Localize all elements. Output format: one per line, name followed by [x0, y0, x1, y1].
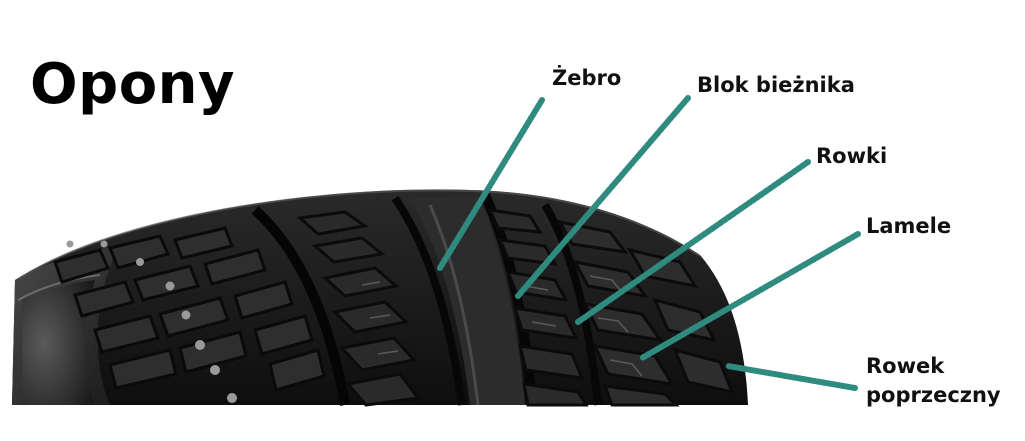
label-rib: Żebro	[552, 64, 621, 93]
label-transverse-groove-line2: poprzeczny	[866, 381, 1001, 410]
label-transverse-groove: Rowek poprzeczny	[866, 352, 1001, 410]
label-sipes: Lamele	[866, 212, 951, 241]
label-tread-block: Blok bieżnika	[697, 71, 855, 100]
label-grooves: Rowki	[816, 142, 887, 171]
leader-line-transverse-groove	[728, 366, 855, 388]
label-transverse-groove-line1: Rowek	[866, 352, 1001, 381]
